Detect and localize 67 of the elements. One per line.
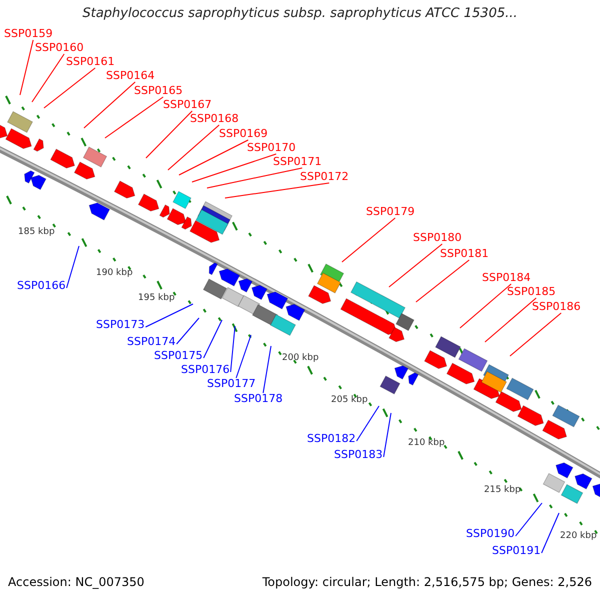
gene-label: SSP0170 [247, 142, 296, 154]
scale-label: 210 kbp [408, 437, 445, 449]
leader-line [236, 334, 252, 378]
gene-label: SSP0182 [307, 433, 356, 445]
gene-label: SSP0171 [273, 156, 322, 168]
leader-line [84, 82, 136, 128]
gene-label: SSP0166 [17, 280, 66, 292]
gene-label: SSP0173 [96, 319, 145, 331]
scale-label: 220 kbp [560, 530, 597, 542]
gene-label: SSP0181 [440, 248, 489, 260]
leader-line [20, 40, 34, 96]
accession-text: Accession: NC_007350 [8, 576, 144, 588]
leader-line [203, 320, 222, 358]
leader-line [356, 406, 380, 442]
leader-line [416, 260, 470, 302]
leader-line [541, 512, 560, 554]
gene-label: SSP0186 [532, 301, 581, 313]
leader-line [383, 412, 392, 458]
leader-line [484, 298, 537, 342]
gene-label: SSP0179 [366, 206, 415, 218]
leader-line [515, 502, 542, 536]
scale-label: 215 kbp [484, 484, 521, 496]
leader-line [342, 218, 396, 262]
leader-line [206, 168, 303, 188]
gene-label: SSP0178 [234, 393, 283, 405]
gene-label: SSP0165 [134, 85, 183, 97]
leader-line [230, 326, 236, 372]
gene-label: SSP0159 [4, 28, 53, 40]
scale-label: 195 kbp [138, 292, 175, 304]
gene-label: SSP0180 [413, 232, 462, 244]
scale-label: 200 kbp [282, 352, 319, 364]
leader-line [262, 346, 272, 394]
leader-line [178, 140, 249, 176]
leader-line [146, 110, 193, 158]
gene-label: SSP0174 [127, 336, 176, 348]
gene-label: SSP0168 [190, 113, 239, 125]
leader-line [192, 154, 277, 182]
scale-label: 205 kbp [331, 394, 368, 406]
scale-label: 185 kbp [18, 226, 55, 238]
leader-line [44, 68, 96, 108]
gene-label: SSP0164 [106, 70, 155, 82]
gene-label: SSP0183 [334, 449, 383, 461]
gene-label: SSP0161 [66, 56, 115, 68]
leader-line [104, 96, 164, 138]
gene-label: SSP0167 [163, 99, 212, 111]
leader-line [510, 312, 562, 356]
leader-line [168, 124, 220, 170]
gene-label: SSP0169 [219, 128, 268, 140]
leader-line [460, 284, 512, 328]
gene-label: SSP0172 [300, 171, 349, 183]
leader-line [66, 246, 80, 288]
gene-label: SSP0160 [35, 42, 84, 54]
leader-line [224, 182, 330, 198]
genome-info-text: Topology: circular; Length: 2,516,575 bp; Genes: 2,526 [262, 576, 592, 588]
gene-label: SSP0191 [492, 545, 541, 557]
leader-line [32, 54, 65, 102]
gene-label: SSP0185 [507, 286, 556, 298]
gene-label: SSP0177 [207, 378, 256, 390]
gene-label: SSP0175 [154, 350, 203, 362]
leader-line [176, 318, 200, 344]
scale-label: 190 kbp [96, 267, 133, 279]
title: Staphylococcus saprophyticus subsp. saprophyticus ATCC 15305... [81, 8, 519, 20]
leader-line [145, 304, 194, 328]
leader-line [388, 244, 443, 288]
gene-label: SSP0176 [181, 364, 230, 376]
gene-label: SSP0190 [466, 528, 515, 540]
gene-label: SSP0184 [482, 272, 531, 284]
